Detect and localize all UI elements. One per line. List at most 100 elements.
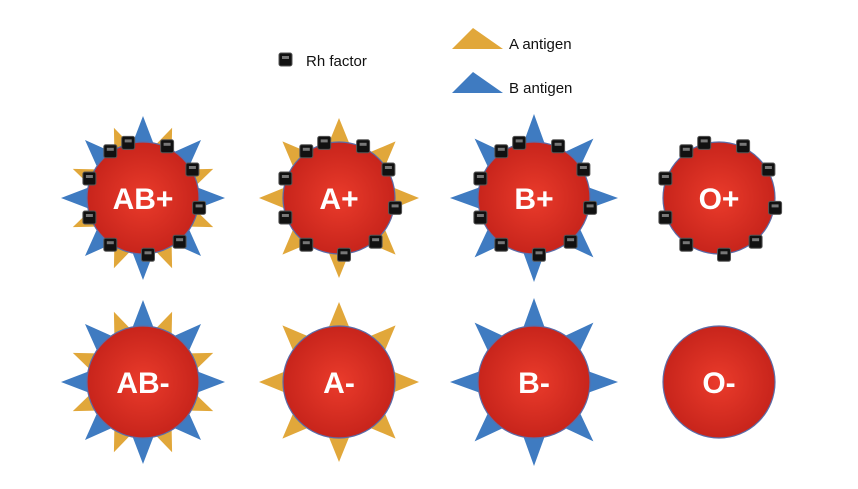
blood-cell-a-negative: A-	[259, 302, 419, 462]
rh-factor-marker	[473, 210, 488, 225]
rh-factor-marker	[368, 234, 383, 249]
legend-b-label: B antigen	[509, 80, 572, 97]
rh-factor-marker	[299, 237, 314, 252]
rh-factor-marker	[512, 135, 527, 150]
rh-factor-marker	[473, 171, 488, 186]
legend: Rh factor A antigen B antigen	[278, 28, 572, 97]
rh-factor-marker	[761, 162, 776, 177]
blood-type-label: B+	[514, 183, 553, 216]
rh-factor-marker	[494, 237, 509, 252]
legend-a-antigen: A antigen	[452, 28, 572, 53]
rh-factor-marker	[185, 162, 200, 177]
b-antigen-spike	[130, 116, 156, 150]
blood-cell-o-negative: O-	[662, 325, 776, 439]
a-antigen-spike	[282, 325, 315, 358]
cell-body	[662, 325, 776, 439]
b-antigen-spike	[450, 185, 486, 211]
rh-factor-marker	[679, 237, 694, 252]
a-antigen-spike	[282, 141, 315, 174]
b-antigen-spike	[167, 406, 201, 440]
rh-factor-marker	[768, 200, 783, 215]
rh-factor-marker	[103, 237, 118, 252]
cell-body	[477, 325, 591, 439]
rh-factor-marker	[356, 139, 371, 154]
rh-factor-marker	[679, 144, 694, 159]
blood-type-label: O-	[702, 367, 735, 400]
rh-factor-marker	[576, 162, 591, 177]
b-antigen-spike	[85, 140, 119, 174]
legend-rh-label: Rh factor	[306, 53, 367, 70]
legend-a-label: A antigen	[509, 36, 572, 53]
b-antigen-spike	[474, 406, 510, 442]
a-antigen-spike	[363, 406, 396, 439]
rh-factor-marker	[658, 171, 673, 186]
rh-factor-marker	[172, 234, 187, 249]
blood-type-label: A-	[323, 367, 355, 400]
blood-cell-b-negative: B-	[450, 298, 618, 466]
b-antigen-spike	[582, 369, 618, 395]
b-antigen-spike	[61, 185, 95, 211]
rh-factor-marker	[583, 200, 598, 215]
b-antigen-spike	[130, 430, 156, 464]
b-antigen-spike	[167, 140, 201, 174]
blood-cell-ab-positive: AB+	[61, 116, 225, 280]
b-antigen-spike	[191, 369, 225, 395]
b-antigen-spike	[521, 298, 547, 334]
a-antigen-spike	[363, 325, 396, 358]
cell-body	[282, 325, 396, 439]
blood-type-label: B-	[518, 367, 550, 400]
blood-cell-ab-negative: AB-	[61, 300, 225, 464]
blood-type-label: O+	[699, 183, 740, 216]
a-antigen-spike	[282, 406, 315, 439]
b-antigen-spike	[521, 114, 547, 150]
rh-factor-marker	[388, 200, 403, 215]
b-antigen-triangle-icon	[452, 72, 503, 93]
rh-factor-marker	[494, 144, 509, 159]
rh-factor-marker	[82, 171, 97, 186]
rh-factor-marker	[748, 234, 763, 249]
blood-cell-b-positive: B+	[450, 114, 618, 282]
rh-factor-marker-icon	[278, 52, 293, 67]
blood-type-label: AB+	[113, 183, 174, 216]
rh-factor-marker	[299, 144, 314, 159]
rh-factor-marker	[736, 139, 751, 154]
rh-factor-marker	[121, 135, 136, 150]
b-antigen-spike	[474, 222, 510, 258]
b-antigen-spike	[521, 430, 547, 466]
rh-factor-marker	[103, 144, 118, 159]
rh-factor-marker	[717, 247, 731, 262]
rh-factor-marker	[551, 139, 566, 154]
b-antigen-spike	[474, 322, 510, 358]
rh-factor-marker	[563, 234, 578, 249]
b-antigen-spike	[85, 222, 119, 256]
rh-factor-marker	[532, 247, 546, 262]
a-antigen-spike	[282, 222, 315, 255]
legend-b-antigen: B antigen	[452, 72, 572, 97]
blood-cell-o-positive: O+	[658, 135, 783, 262]
a-antigen-spike	[363, 141, 396, 174]
b-antigen-spike	[167, 324, 201, 358]
legend-rh-factor: Rh factor	[278, 52, 367, 70]
b-antigen-spike	[85, 324, 119, 358]
b-antigen-spike	[130, 300, 156, 334]
blood-cells: AB+ A+ B+ O+ AB- A- B- O-	[61, 114, 783, 466]
rh-factor-marker	[658, 210, 673, 225]
rh-factor-marker	[82, 210, 97, 225]
a-antigen-triangle-icon	[452, 28, 503, 49]
rh-factor-marker	[192, 200, 207, 215]
b-antigen-spike	[474, 138, 510, 174]
blood-type-label: A+	[319, 183, 358, 216]
rh-factor-marker	[381, 162, 396, 177]
rh-factor-marker	[697, 135, 712, 150]
rh-factor-marker-highlight	[282, 56, 289, 59]
b-antigen-spike	[558, 406, 594, 442]
rh-factor-marker	[317, 135, 332, 150]
rh-factor-marker	[278, 210, 293, 225]
cell-body	[86, 325, 200, 439]
b-antigen-spike	[450, 369, 486, 395]
b-antigen-spike	[61, 369, 95, 395]
blood-type-label: AB-	[116, 367, 169, 400]
b-antigen-spike	[85, 406, 119, 440]
